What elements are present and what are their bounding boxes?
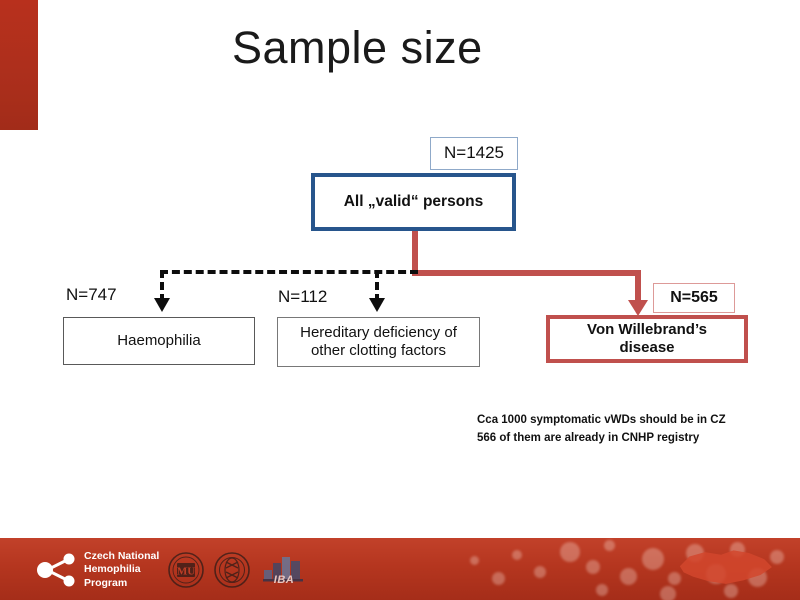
connector-dashed-right-drop <box>375 270 379 302</box>
cnhp-logo-icon <box>37 553 75 587</box>
node-hereditary-deficiency: Hereditary deficiency of other clotting … <box>277 317 480 367</box>
connector-dashed-left-drop <box>160 270 164 302</box>
badge-total-count: N=1425 <box>430 137 518 170</box>
node-hereditary-line2: other clotting factors <box>310 342 447 359</box>
cnhp-line3: Program <box>84 576 128 589</box>
node-von-willebrand-disease: Von Willebrand’s disease <box>546 315 748 363</box>
badge-vwd-count: N=565 <box>653 283 735 313</box>
label-haemophilia-count: N=747 <box>66 285 117 304</box>
iba-wordmark: IBA <box>273 574 295 586</box>
iba-logo-icon: IBA <box>262 552 306 586</box>
node-haemophilia: Haemophilia <box>63 317 255 365</box>
footnote-line1: Cca 1000 symptomatic vWDs should be in C… <box>477 414 726 426</box>
connector-red-stem <box>412 231 418 276</box>
connector-dashed-left-arrowhead-icon <box>154 298 170 312</box>
node-vwd-line2: disease <box>619 339 675 356</box>
faculty-hospital-seal-icon <box>214 552 250 588</box>
page-title: Sample size <box>232 22 483 73</box>
connector-red-arrowhead-icon <box>628 300 648 316</box>
footer-band: Czech National Hemophilia Program MU <box>0 538 800 600</box>
node-vwd-line1: Von Willebrand’s <box>587 321 707 339</box>
node-hereditary-line1: Hereditary deficiency of <box>300 324 457 342</box>
footnote-line2: 566 of them are already in CNHP registry <box>477 431 700 444</box>
cnhp-program-name: Czech National Hemophilia Program <box>84 550 159 590</box>
connector-red-drop <box>635 270 641 305</box>
cnhp-line2: Hemophilia <box>84 563 141 576</box>
node-all-valid-persons: All „valid“ persons <box>311 173 516 231</box>
label-hereditary-count: N=112 <box>278 287 328 306</box>
connector-red-horizontal <box>412 270 641 276</box>
masaryk-university-seal-icon: MU <box>168 552 204 588</box>
connector-dashed-right-arrowhead-icon <box>369 298 385 312</box>
cnhp-line1: Czech National <box>84 550 160 562</box>
svg-text:MU: MU <box>177 566 195 578</box>
connector-dashed-horizontal <box>160 270 418 274</box>
footnote: Cca 1000 symptomatic vWDs should be in C… <box>477 412 726 448</box>
accent-block <box>0 0 38 130</box>
